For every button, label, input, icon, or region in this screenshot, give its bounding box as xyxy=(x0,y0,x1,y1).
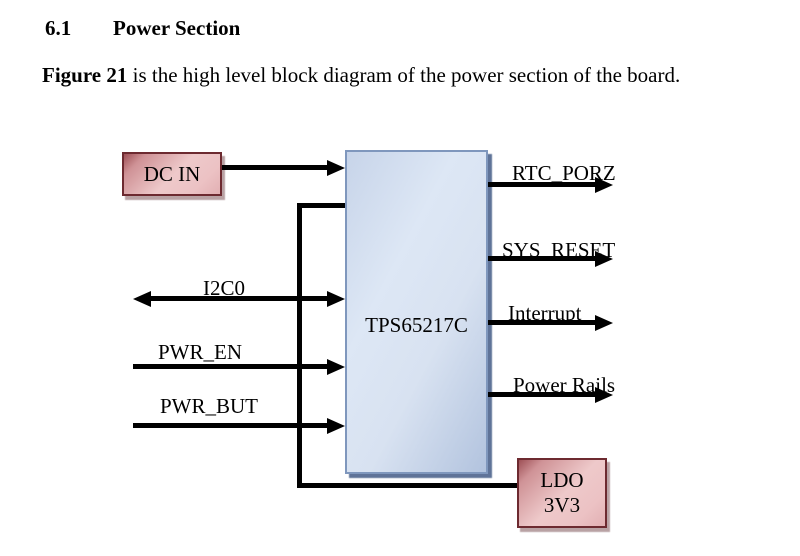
interrupt-label: Interrupt xyxy=(508,301,582,325)
intro-text: is the high level block diagram of the p… xyxy=(127,63,681,87)
sys-reset-label: SYS_RESET xyxy=(502,238,616,262)
power-rails-label: Power Rails xyxy=(513,373,616,397)
dc-in-label: DC IN xyxy=(143,161,201,186)
pmic-ldo-connector-vertical xyxy=(297,203,302,488)
pwr-but-arrow xyxy=(133,423,327,428)
rtc-porz-label: RTC_PORZ xyxy=(512,161,616,185)
pmic-ldo-connector-top xyxy=(297,203,345,208)
dc-in-arrow xyxy=(222,165,327,170)
figure-reference: Figure 21 xyxy=(42,63,128,87)
power-rails-arrow xyxy=(488,392,595,397)
pmic-label: TPS65217C xyxy=(365,312,468,337)
pwr-but-label: PWR_BUT xyxy=(160,394,259,418)
intro-paragraph: Figure 21 is the high level block diagra… xyxy=(42,63,680,88)
section-title: Power Section xyxy=(113,16,241,40)
pmic-block: TPS65217C xyxy=(345,150,488,474)
rtc-porz-arrow xyxy=(488,182,595,187)
pwr-en-label: PWR_EN xyxy=(158,340,242,364)
dc-in-block: DC IN xyxy=(122,152,222,196)
interrupt-arrow xyxy=(488,320,595,325)
section-number: 6.1 xyxy=(45,16,72,40)
section-heading: 6.1 Power Section xyxy=(45,16,240,41)
pmic-ldo-connector-bottom xyxy=(297,483,517,488)
i2c0-label: I2C0 xyxy=(203,276,245,300)
pwr-en-arrow xyxy=(133,364,327,369)
i2c0-arrow xyxy=(151,296,327,301)
sys-reset-arrow xyxy=(488,256,595,261)
